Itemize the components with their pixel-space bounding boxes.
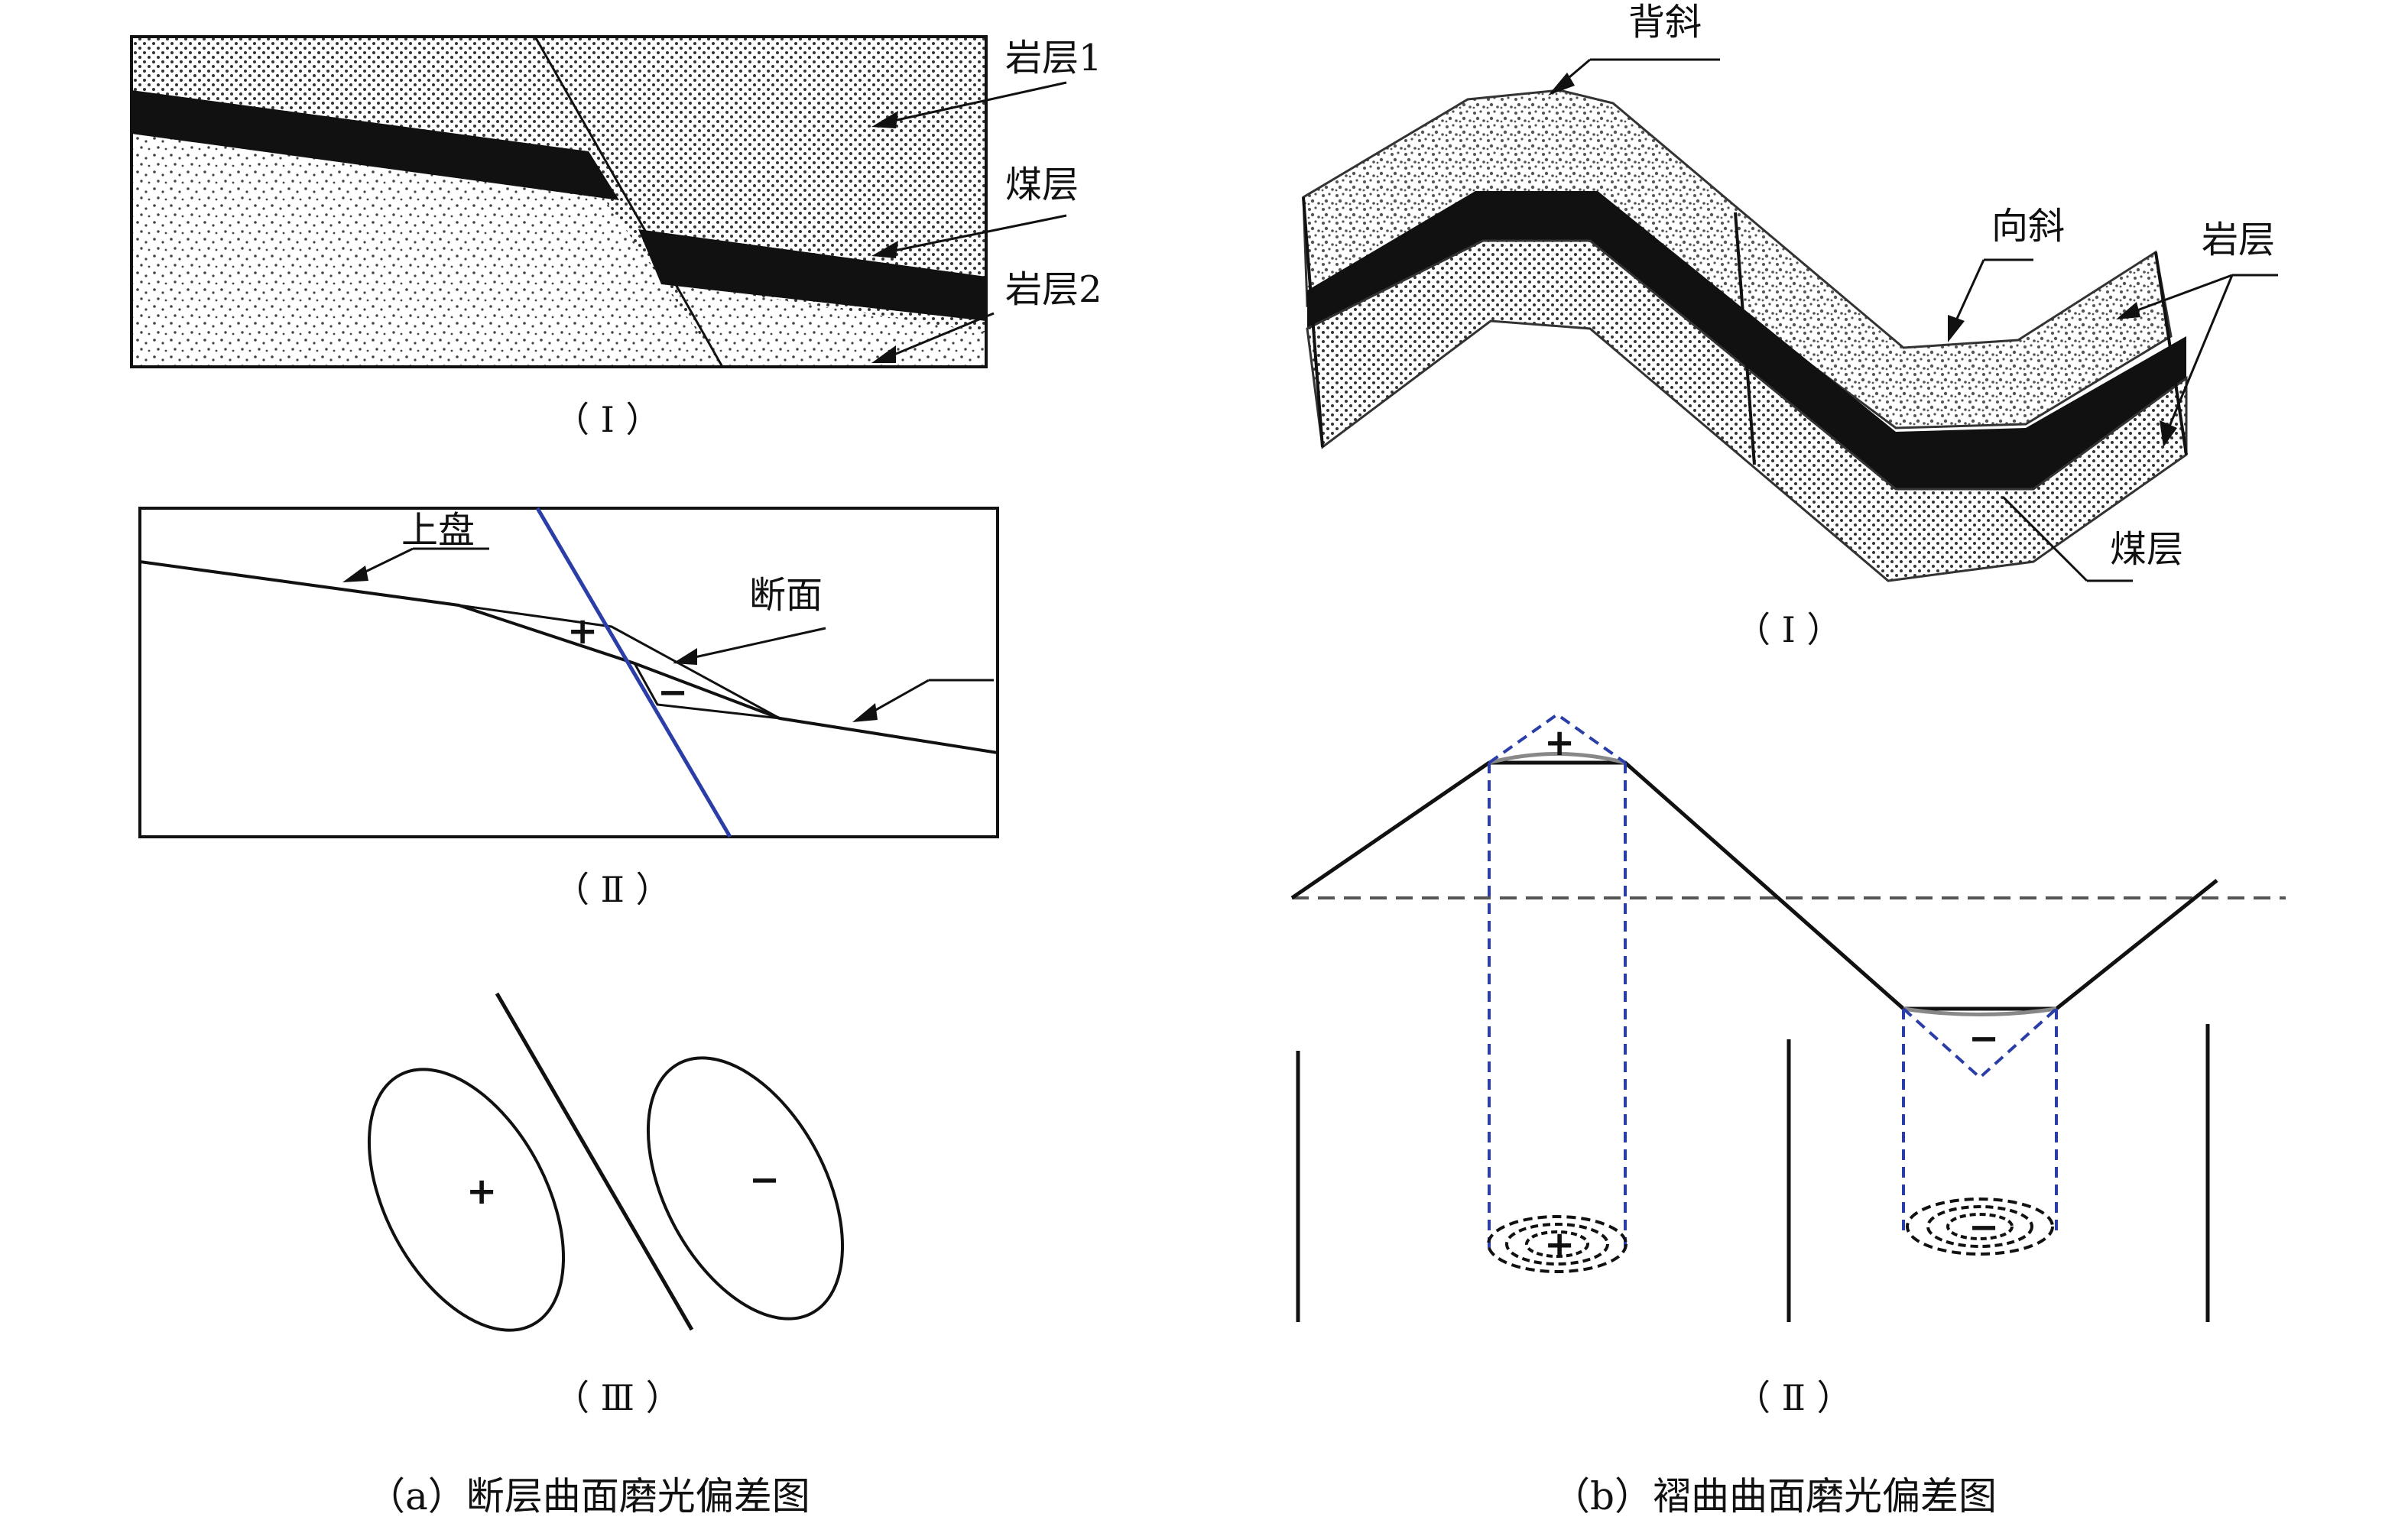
leader-coal-seam [871,214,1067,258]
label-syncline: 向斜 [1991,205,2065,248]
sign-plus-a3: + [466,1170,497,1213]
leader-anticline [1548,58,1720,96]
fold-section-cut [1734,212,1756,465]
caption-a: （a）断层曲面磨光偏差图 [367,1474,810,1518]
roman-a1: （ Ⅰ ） [554,399,660,440]
smoothed-trough-arc [1903,1006,2057,1016]
roman-a3: （ Ⅲ ） [554,1377,681,1418]
panel-b: 背斜 向斜 岩层 煤层 （ Ⅰ ） [1290,1,2286,1518]
label-rock-layer: 岩层 [2202,219,2275,261]
label-hanging-wall: 上盘 [401,509,475,552]
leader-rock-layer-1 [871,81,1067,128]
panel-a: 岩层1 煤层 岩层2 （ Ⅰ ） + − [130,35,1102,1518]
fault-contour-diagram: + − （ Ⅲ ） [367,992,845,1418]
fault-section-diagram: + − 上盘 断面 （ Ⅱ ） [138,507,999,910]
sign-plus-a2: + [567,610,598,653]
leader-rock-layer [2116,274,2278,447]
fault-block-diagram: 岩层1 煤层 岩层2 （ Ⅰ ） [130,35,1102,440]
leader-fault-plane [673,627,826,665]
sign-minus-a2: − [657,671,688,714]
label-coal-seam: 煤层 [1005,164,1079,206]
ellipse-plus [367,1068,566,1332]
crest-dashed-peak [1488,712,1627,764]
label-fold-coal-seam: 煤层 [2110,528,2183,571]
fold-profile-line [1290,760,2218,1011]
label-rock-layer-1: 岩层1 [1005,37,1102,79]
leader-hanging-wall [342,547,489,582]
fault-line [534,36,724,368]
roman-b1: （ Ⅰ ） [1735,609,1842,650]
leader-unlabeled [852,679,994,722]
smoothed-surface-lower [633,663,780,720]
leader-syncline [1948,258,2033,342]
smoothed-surface-line [458,604,780,720]
coal-seam-left [131,90,619,200]
label-anticline: 背斜 [1628,1,1702,44]
block-frame [130,35,988,368]
fold-right-edge [2154,251,2188,455]
smoothed-crest-arc [1488,752,1626,765]
sign-minus-a3: − [749,1159,780,1201]
contour-minus [1906,1198,2054,1256]
contour-plus [1487,1215,1628,1273]
fold-left-edge [1302,196,1324,448]
leader-fold-coal-seam [2001,495,2133,582]
fault-plane-line [535,507,732,838]
section-frame [138,507,999,838]
fold-layers-diagram: 背斜 向斜 岩层 煤层 （ Ⅰ ） [1302,1,2278,650]
fold-coal-seam [1307,191,2186,489]
roman-a2: （ Ⅱ ） [554,869,671,910]
rock-layer-2-right [673,283,986,367]
rock-layer-2-left [131,131,722,367]
caption-b: （b）褶曲曲面磨光偏差图 [1552,1474,1997,1518]
sign-plus-contour: + [1544,1223,1575,1266]
label-fault-plane: 断面 [749,574,823,617]
roman-b2: （ Ⅱ ） [1735,1377,1852,1418]
fault-trace-line [495,992,694,1331]
surface-upper-line [139,560,998,754]
leader-rock-layer-2 [871,312,995,363]
sign-minus-trough: − [1968,1017,1999,1060]
fold-profile-diagram: + − + − （ Ⅱ ） [1290,712,2286,1418]
sign-minus-contour: − [1968,1206,1999,1249]
ellipse-minus [646,1056,845,1321]
sign-plus-crest: + [1544,721,1575,764]
coal-seam-right [638,229,986,321]
label-rock-layer-2: 岩层2 [1005,268,1102,311]
